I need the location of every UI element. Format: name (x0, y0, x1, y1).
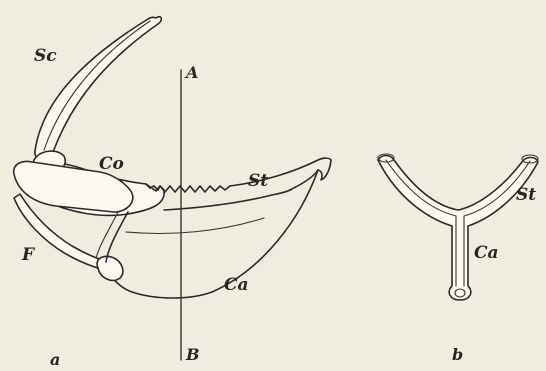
label-b-st: St (516, 185, 536, 205)
caption-b: b (452, 345, 463, 364)
scapula-bar (35, 17, 161, 160)
label-axis-bottom: B (185, 345, 200, 364)
label-f: F (21, 245, 36, 265)
cross-section-outline (378, 156, 538, 301)
label-b-ca: Ca (474, 243, 499, 263)
label-axis-top: A (184, 63, 198, 82)
figure-a: Sc Co St F Ca A B a (14, 17, 331, 369)
label-st: St (248, 171, 268, 191)
label-co: Co (99, 154, 124, 174)
label-sc: Sc (34, 46, 57, 66)
coracoid-shaft (106, 212, 128, 262)
sternum-lower-edge (164, 190, 290, 210)
distal-oval (97, 256, 123, 280)
keel-inner-line (126, 218, 264, 233)
caption-a: a (50, 350, 60, 369)
figure-b: St Ca b (378, 154, 538, 364)
coracoid-shaft-inner (96, 212, 118, 258)
label-ca: Ca (224, 275, 249, 295)
sternum-tip-hook (290, 160, 331, 190)
